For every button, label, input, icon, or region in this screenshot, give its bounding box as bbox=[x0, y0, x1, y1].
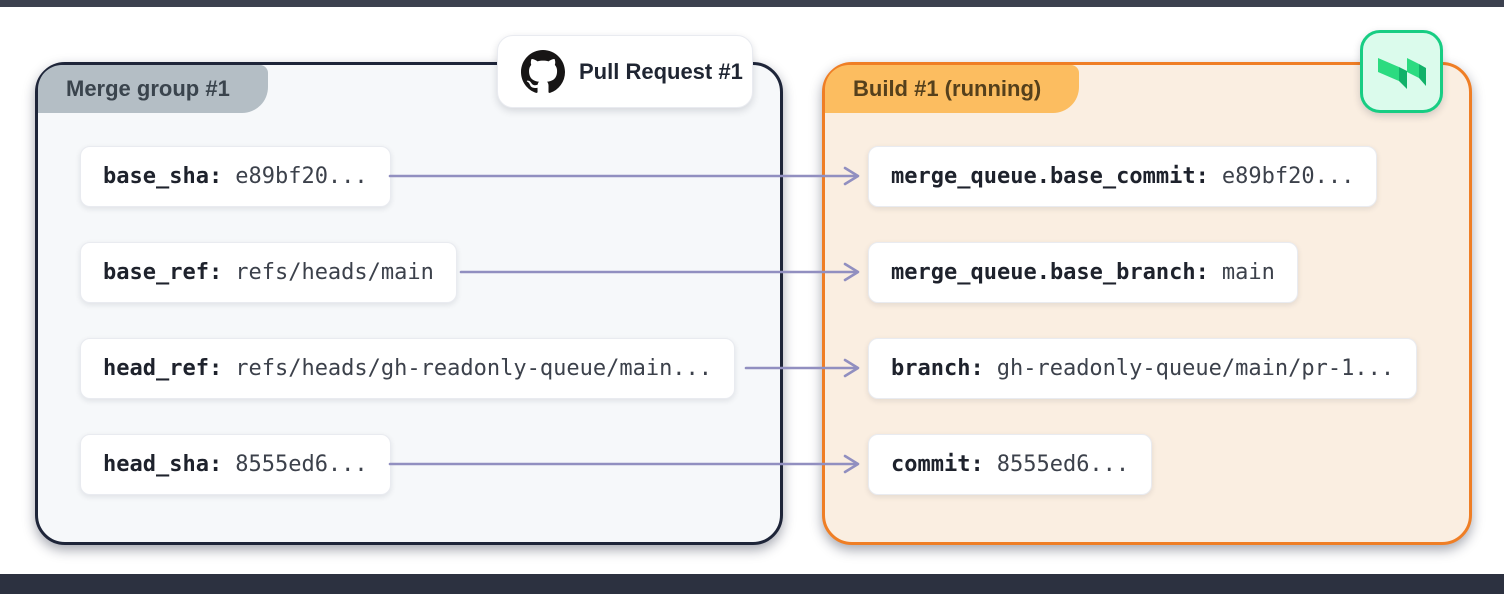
merge-queue-base-commit-chip: merge_queue.base_commit: e89bf20... bbox=[868, 146, 1378, 207]
merge-queue-base-branch-chip: merge_queue.base_branch: main bbox=[868, 242, 1298, 303]
merge-group-tab: Merge group #1 bbox=[38, 65, 268, 113]
field-value: 8555ed6... bbox=[235, 452, 368, 477]
field-key: base_sha: bbox=[103, 164, 223, 189]
merge-group-tab-label: Merge group #1 bbox=[66, 76, 230, 101]
field-key: head_sha: bbox=[103, 452, 223, 477]
field-key: merge_queue.base_commit: bbox=[891, 164, 1209, 189]
page-edge-top bbox=[0, 0, 1504, 7]
field-key: branch: bbox=[891, 356, 984, 381]
field-value: main bbox=[1221, 260, 1275, 285]
head-sha-chip: head_sha: 8555ed6... bbox=[80, 434, 391, 495]
head-ref-chip: head_ref: refs/heads/gh-readonly-queue/ma… bbox=[80, 338, 736, 399]
field-key: head_ref: bbox=[103, 356, 223, 381]
field-key: commit: bbox=[891, 452, 984, 477]
pull-request-badge: Pull Request #1 bbox=[497, 35, 753, 108]
field-value: 8555ed6... bbox=[996, 452, 1130, 477]
buildkite-mark-icon bbox=[1377, 57, 1426, 89]
buildkite-logo-tile bbox=[1360, 30, 1443, 113]
commit-chip: commit: 8555ed6... bbox=[868, 434, 1153, 495]
base-ref-chip: base_ref: refs/heads/main bbox=[80, 242, 457, 303]
field-value: e89bf20... bbox=[235, 164, 368, 189]
page-edge-bottom bbox=[0, 574, 1504, 594]
field-key: merge_queue.base_branch: bbox=[891, 260, 1209, 285]
field-value: refs/heads/gh-readonly-queue/main... bbox=[235, 356, 713, 381]
github-octocat-icon bbox=[521, 49, 565, 93]
field-key: base_ref: bbox=[103, 260, 223, 285]
branch-chip: branch: gh-readonly-queue/main/pr-1... bbox=[868, 338, 1418, 399]
pull-request-label: Pull Request #1 bbox=[579, 58, 743, 84]
field-value: e89bf20... bbox=[1221, 164, 1355, 189]
field-value: gh-readonly-queue/main/pr-1... bbox=[996, 356, 1395, 381]
build-tab-label: Build #1 (running) bbox=[853, 76, 1042, 101]
field-value: refs/heads/main bbox=[235, 260, 434, 285]
base-sha-chip: base_sha: e89bf20... bbox=[80, 146, 391, 207]
build-tab: Build #1 (running) bbox=[825, 65, 1080, 113]
